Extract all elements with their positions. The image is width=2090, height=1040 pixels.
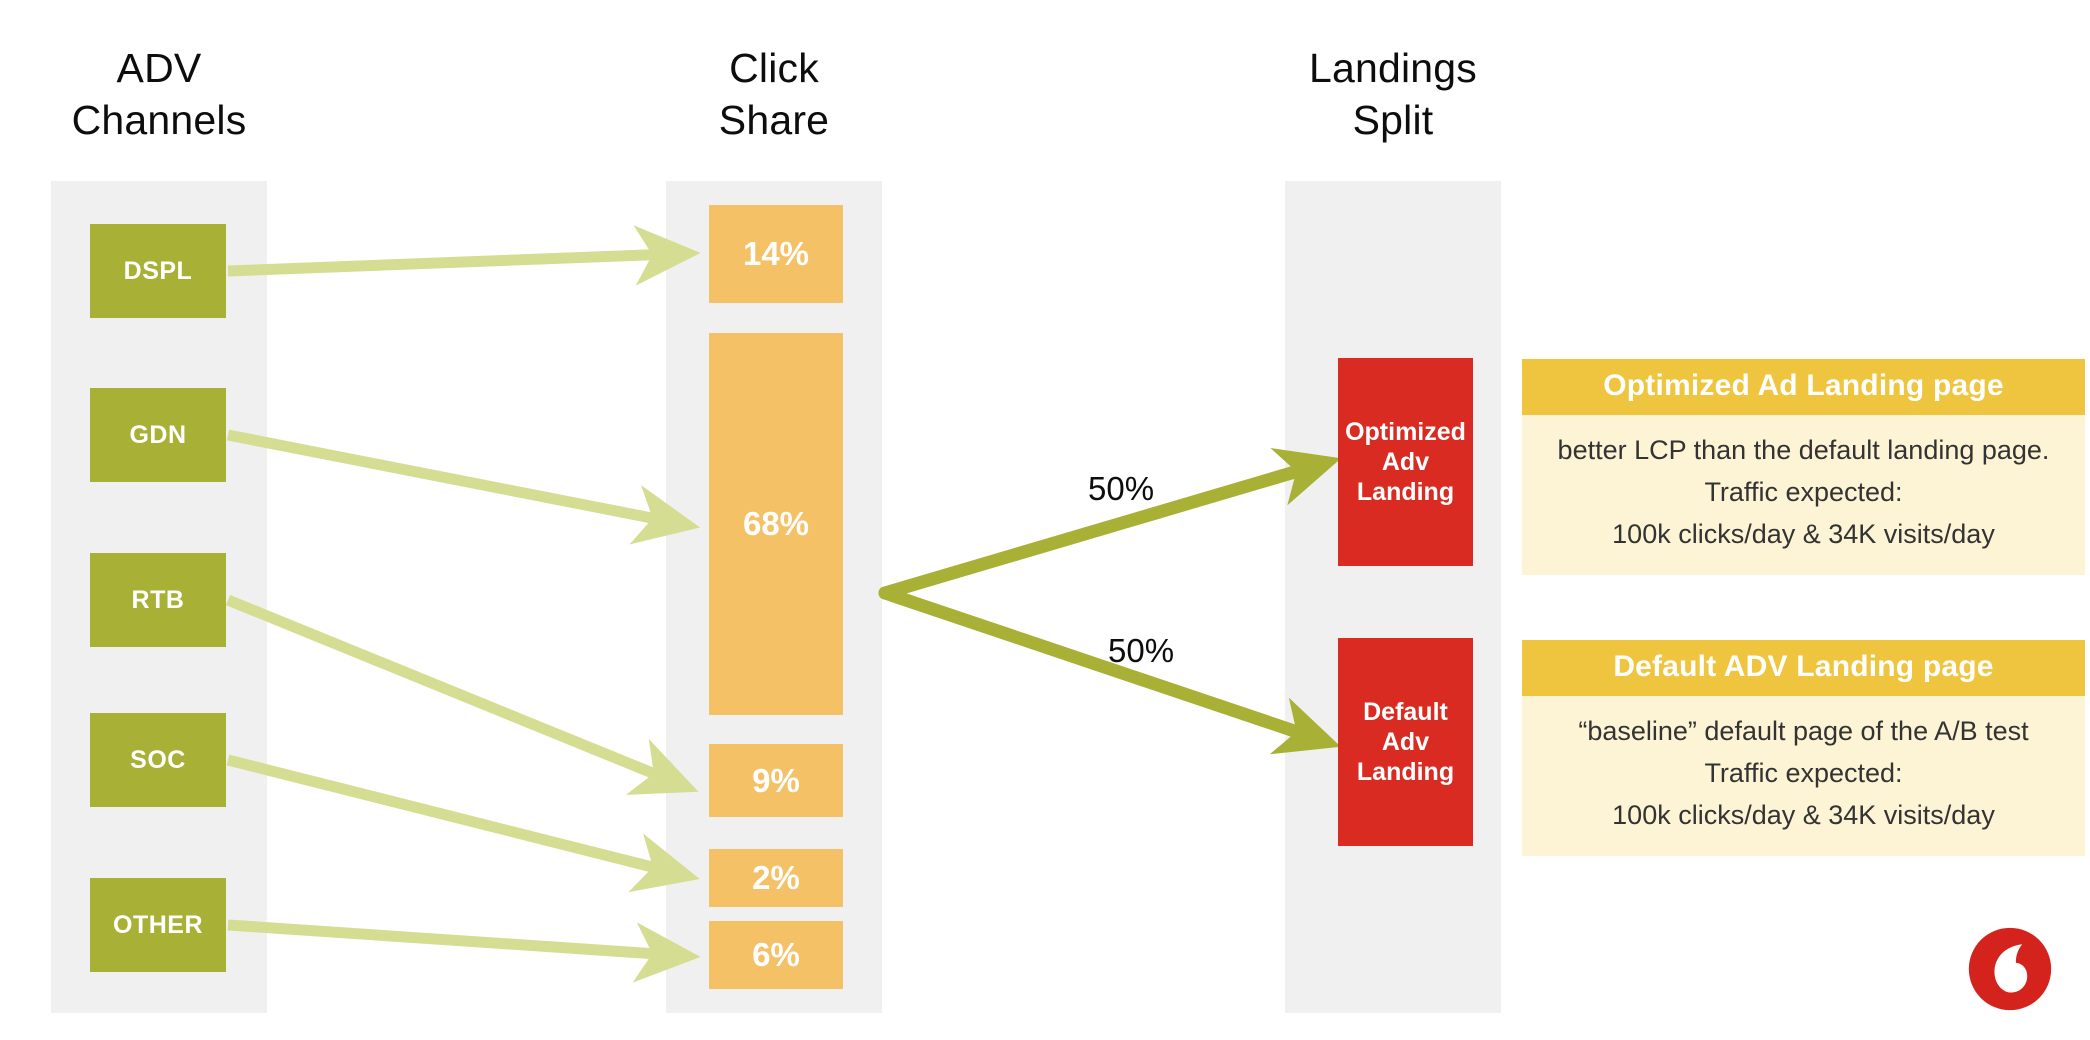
landing-box-optimized[interactable]: Optimized Adv Landing: [1338, 358, 1473, 566]
info-card-optimized-body: better LCP than the default landing page…: [1522, 415, 2085, 575]
arrow-soc-to-2: [226, 754, 700, 893]
vodafone-logo: [1968, 927, 2052, 1011]
arrow-rtb-to-9: [225, 594, 699, 795]
split-label-default: 50%: [1108, 632, 1175, 669]
info-card-default: Default ADV Landing page “baseline” defa…: [1522, 640, 2085, 856]
info-card-default-body: “baseline” default page of the A/B test …: [1522, 696, 2085, 856]
column-title-adv-channels: ADV Channels: [71, 45, 247, 143]
vodafone-speechmark-icon: [1968, 927, 2052, 1011]
share-bar-68[interactable]: 68%: [709, 333, 843, 715]
arrow-split-to-default: [878, 586, 1341, 755]
info-card-optimized: Optimized Ad Landing page better LCP tha…: [1522, 359, 2085, 575]
arrow-gdn-to-68: [226, 429, 701, 545]
share-bar-6[interactable]: 6%: [709, 921, 843, 989]
info-card-default-title: Default ADV Landing page: [1522, 640, 2085, 696]
split-label-optimized: 50%: [1088, 470, 1155, 507]
share-bar-2[interactable]: 2%: [709, 849, 843, 907]
arrow-other-to-6: [227, 919, 701, 983]
column-title-click-share: Click Share: [718, 45, 830, 143]
arrow-dspl-to-14: [227, 225, 701, 286]
landing-box-default[interactable]: Default Adv Landing: [1338, 638, 1473, 846]
channel-box-dspl[interactable]: DSPL: [90, 224, 226, 318]
channel-box-gdn[interactable]: GDN: [90, 388, 226, 482]
channel-box-other[interactable]: OTHER: [90, 878, 226, 972]
column-title-landings-split: Landings Split: [1308, 45, 1478, 143]
info-card-optimized-title: Optimized Ad Landing page: [1522, 359, 2085, 415]
share-bar-14[interactable]: 14%: [709, 205, 843, 303]
column-band-landings-split: [1285, 181, 1501, 1013]
channel-box-rtb[interactable]: RTB: [90, 553, 226, 647]
channel-box-soc[interactable]: SOC: [90, 713, 226, 807]
share-bar-9[interactable]: 9%: [709, 744, 843, 817]
